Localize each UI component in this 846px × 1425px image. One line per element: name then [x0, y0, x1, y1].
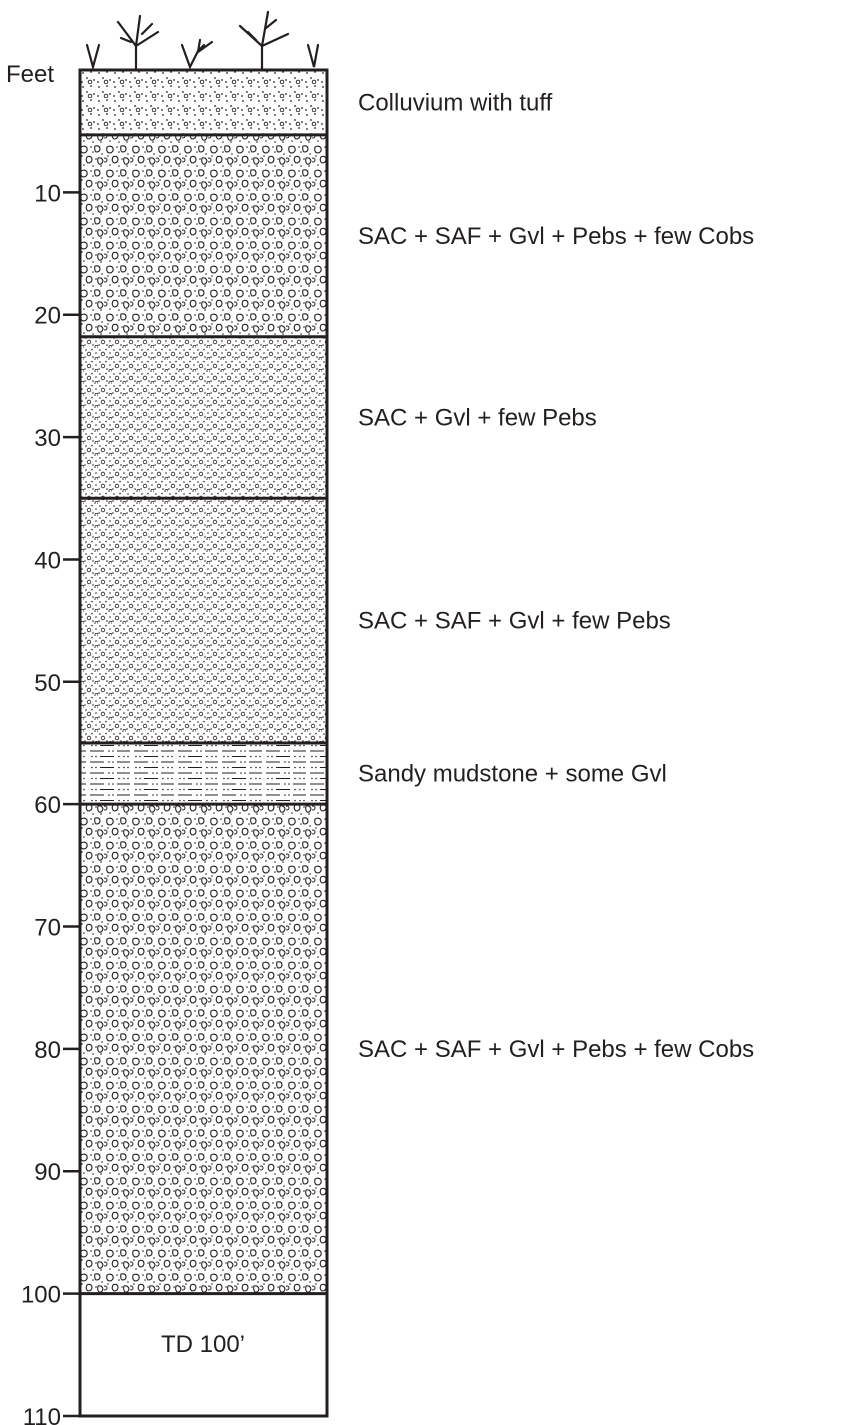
depth-tick-label-70: 70: [34, 915, 61, 942]
layer-3: [80, 336, 327, 499]
total-depth-label: TD 100’: [161, 1331, 245, 1358]
depth-tick-label-110: 110: [23, 1404, 61, 1425]
layer-description-3: SAC + Gvl + few Pebs: [358, 405, 597, 432]
depth-tick-label-20: 20: [34, 303, 61, 330]
layer-description-4: SAC + SAF + Gvl + few Pebs: [358, 608, 671, 635]
depth-tick-label-40: 40: [34, 547, 61, 574]
depth-tick-label-30: 30: [34, 425, 61, 452]
log-column-frame: [78, 68, 329, 1418]
depth-tick-label-80: 80: [34, 1037, 61, 1064]
layer-description-2: SAC + SAF + Gvl + Pebs + few Cobs: [358, 223, 754, 250]
depth-tick-label-60: 60: [34, 792, 61, 819]
layer-description-1: Colluvium with tuff: [358, 89, 553, 116]
vegetation-icon: [85, 10, 320, 72]
layer-4: [80, 498, 327, 743]
depth-tick-label-10: 10: [34, 180, 61, 207]
layer-6: [80, 804, 327, 1294]
layer-description-5: Sandy mudstone + some Gvl: [358, 761, 667, 788]
depth-tick-label-50: 50: [34, 670, 61, 697]
depth-tick-label-90: 90: [34, 1159, 61, 1186]
depth-tick-label-100: 100: [21, 1282, 61, 1309]
layer-1: [80, 70, 327, 135]
layer-description-6: SAC + SAF + Gvl + Pebs + few Cobs: [358, 1036, 754, 1063]
layer-2: [80, 134, 327, 337]
layer-5: [80, 742, 327, 805]
depth-unit-label: Feet: [6, 61, 54, 88]
